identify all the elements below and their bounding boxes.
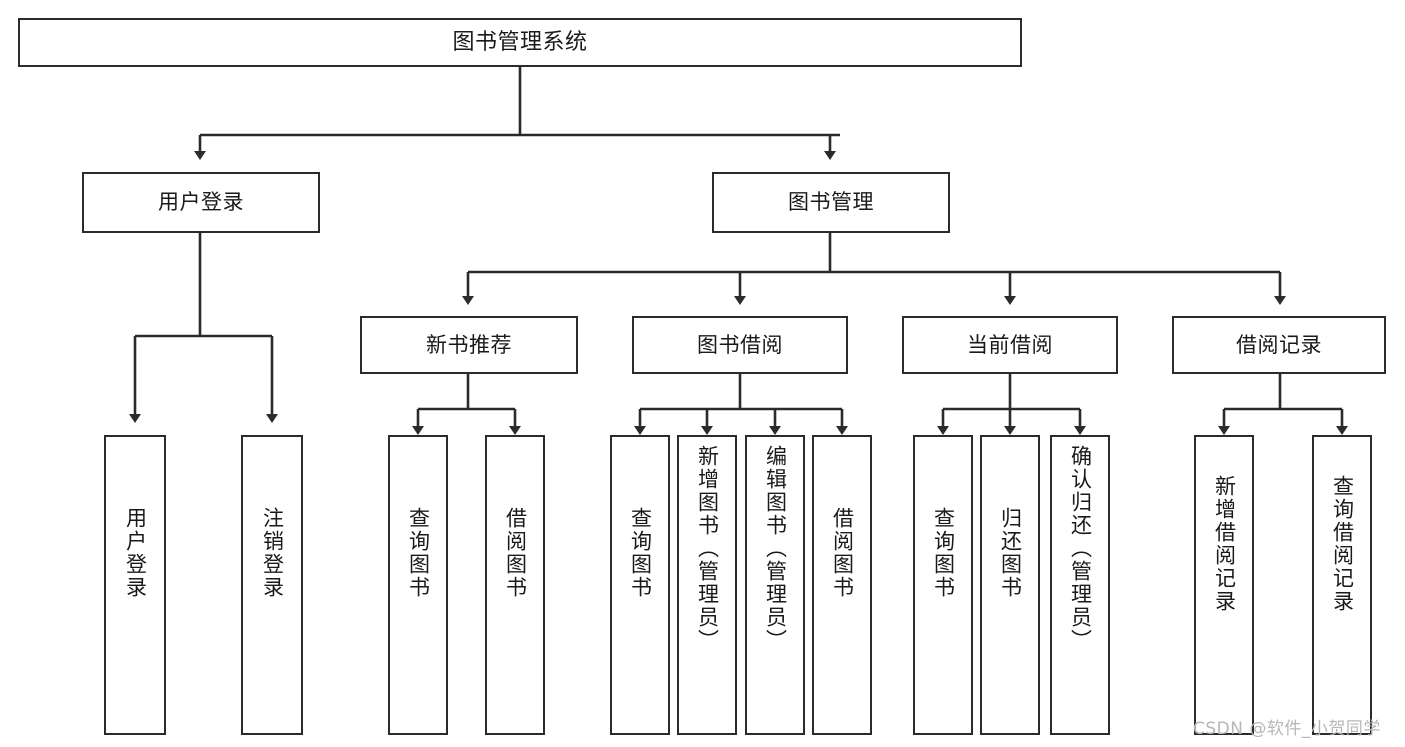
node-label: 借阅记录 — [1236, 332, 1322, 357]
node-label: 查询图书 — [406, 507, 431, 599]
node-label: 图书借阅 — [697, 332, 783, 357]
leaf-user-login[interactable]: 用户登录 — [104, 435, 166, 735]
node-user-login[interactable]: 用户登录 — [82, 172, 320, 233]
node-label: 确认归还（管理员） — [1068, 445, 1093, 652]
leaf-edit-book-admin[interactable]: 编辑图书（管理员） — [745, 435, 805, 735]
node-label: 查询图书 — [931, 507, 956, 599]
leaf-confirm-return-admin[interactable]: 确认归还（管理员） — [1050, 435, 1110, 735]
leaf-query-book-borrowing[interactable]: 查询图书 — [610, 435, 670, 735]
leaf-add-borrowing-record[interactable]: 新增借阅记录 — [1194, 435, 1254, 735]
leaf-borrow-book-borrowing[interactable]: 借阅图书 — [812, 435, 872, 735]
node-label: 借阅图书 — [830, 507, 855, 599]
node-label: 用户登录 — [158, 190, 244, 215]
leaf-query-book-recommendation[interactable]: 查询图书 — [388, 435, 448, 735]
node-label: 图书管理系统 — [452, 29, 588, 55]
node-book-borrowing[interactable]: 图书借阅 — [632, 316, 848, 374]
node-book-management-system[interactable]: 图书管理系统 — [18, 18, 1022, 67]
node-label: 借阅图书 — [503, 507, 528, 599]
node-label: 当前借阅 — [967, 332, 1053, 357]
leaf-add-book-admin[interactable]: 新增图书（管理员） — [677, 435, 737, 735]
node-current-borrowing[interactable]: 当前借阅 — [902, 316, 1118, 374]
leaf-borrow-book-recommendation[interactable]: 借阅图书 — [485, 435, 545, 735]
node-label: 注销登录 — [260, 507, 285, 599]
leaf-logout[interactable]: 注销登录 — [241, 435, 303, 735]
leaf-return-book[interactable]: 归还图书 — [980, 435, 1040, 735]
node-borrowing-records[interactable]: 借阅记录 — [1172, 316, 1386, 374]
node-book-management[interactable]: 图书管理 — [712, 172, 950, 233]
leaf-query-book-current[interactable]: 查询图书 — [913, 435, 973, 735]
node-label: 图书管理 — [788, 190, 874, 215]
node-label: 查询图书 — [628, 507, 653, 599]
node-label: 新增图书（管理员） — [695, 445, 720, 652]
csdn-watermark: CSDN @软件_小贺同学 — [1193, 719, 1381, 739]
node-new-book-recommendation[interactable]: 新书推荐 — [360, 316, 578, 374]
leaf-query-borrowing-record[interactable]: 查询借阅记录 — [1312, 435, 1372, 735]
node-label: 新增借阅记录 — [1212, 475, 1237, 613]
node-label: 新书推荐 — [426, 332, 512, 357]
node-label: 归还图书 — [998, 507, 1023, 599]
node-label: 编辑图书（管理员） — [763, 445, 788, 652]
node-label: 用户登录 — [123, 507, 148, 599]
node-label: 查询借阅记录 — [1330, 475, 1355, 613]
